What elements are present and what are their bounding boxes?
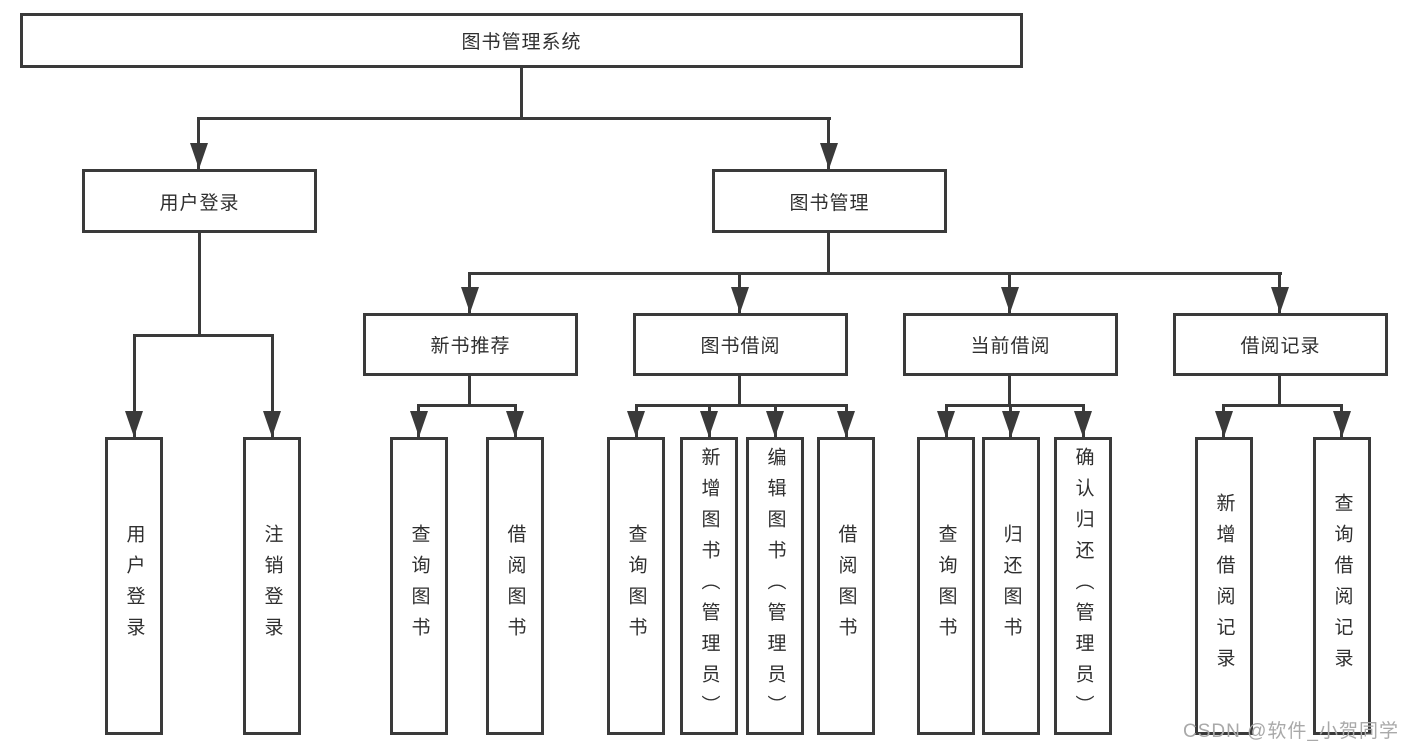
connector-borrowing-stem [738, 376, 741, 405]
csdn-watermark: CSDN @软件_小贺同学 [1183, 721, 1399, 742]
arrowhead-leaf-logout [263, 411, 281, 437]
arrowhead-cb-return [1002, 411, 1020, 437]
leaf-br-add-record-label: 新增借阅记录 [1213, 493, 1235, 679]
arrowhead-leaf-login [125, 411, 143, 437]
leaf-bb-borrow-books-label: 借阅图书 [835, 524, 857, 648]
leaf-cb-confirm-return-admin: 确认归还（管理员） [1054, 437, 1112, 735]
leaf-cb-query-books-label: 查询图书 [935, 524, 957, 648]
leaf-bb-borrow-books: 借阅图书 [817, 437, 875, 735]
leaf-nb-query-books-label: 查询图书 [408, 524, 430, 648]
arrowhead-new-books [461, 287, 479, 313]
connector-arrow-stem-leaf-logout [271, 334, 274, 437]
leaf-br-add-record: 新增借阅记录 [1195, 437, 1253, 735]
arrowhead-bb-query [627, 411, 645, 437]
leaf-user-login: 用户登录 [105, 437, 163, 735]
node-borrowing-records-label: 借阅记录 [1240, 336, 1321, 357]
leaf-nb-query-books: 查询图书 [390, 437, 448, 735]
leaf-bb-add-books-admin-label: 新增图书（管理员） [698, 446, 720, 726]
leaf-bb-edit-books-admin: 编辑图书（管理员） [746, 437, 804, 735]
arrowhead-br-add [1215, 411, 1233, 437]
node-current-borrowing: 当前借阅 [903, 313, 1118, 376]
leaf-bb-add-books-admin: 新增图书（管理员） [680, 437, 738, 735]
arrowhead-br-query [1333, 411, 1351, 437]
node-borrowing-records: 借阅记录 [1173, 313, 1388, 376]
leaf-logout-label: 注销登录 [261, 524, 283, 648]
connector-user-login-stem [198, 233, 201, 335]
connector-new-books-stem [468, 376, 471, 405]
node-user-login: 用户登录 [82, 169, 317, 233]
connector-new-books-branch [417, 404, 517, 407]
connector-level2-branch [197, 117, 831, 120]
node-new-book-recommend: 新书推荐 [363, 313, 578, 376]
connector-current-branch [945, 404, 1085, 407]
connector-book-mgmt-stem [827, 233, 830, 273]
leaf-bb-query-books-label: 查询图书 [625, 524, 647, 648]
arrowhead-records [1271, 287, 1289, 313]
leaf-cb-return-books-label: 归还图书 [1000, 524, 1022, 648]
connector-user-login-branch [133, 334, 274, 337]
arrowhead-book-mgmt [820, 143, 838, 169]
node-book-management-label: 图书管理 [789, 192, 870, 214]
connector-records-stem [1278, 376, 1281, 405]
leaf-cb-return-books: 归还图书 [982, 437, 1040, 735]
leaf-bb-query-books: 查询图书 [607, 437, 665, 735]
connector-current-stem [1008, 376, 1011, 405]
node-root-system-label: 图书管理系统 [461, 32, 582, 53]
leaf-nb-borrow-books: 借阅图书 [486, 437, 544, 735]
connector-root-stem [520, 68, 523, 118]
leaf-nb-borrow-books-label: 借阅图书 [504, 524, 526, 648]
leaf-cb-query-books: 查询图书 [917, 437, 975, 735]
node-current-borrowing-label: 当前借阅 [970, 336, 1051, 357]
leaf-logout: 注销登录 [243, 437, 301, 735]
leaf-user-login-label: 用户登录 [123, 524, 145, 648]
leaf-br-query-record-label: 查询借阅记录 [1331, 493, 1353, 679]
leaf-cb-confirm-return-admin-label: 确认归还（管理员） [1072, 446, 1094, 726]
arrowhead-nb-query [410, 411, 428, 437]
arrowhead-user-login [190, 143, 208, 169]
node-book-management: 图书管理 [712, 169, 947, 233]
arrowhead-cb-confirm [1074, 411, 1092, 437]
arrowhead-nb-borrow [506, 411, 524, 437]
leaf-bb-edit-books-admin-label: 编辑图书（管理员） [764, 446, 786, 726]
node-book-borrowing: 图书借阅 [633, 313, 848, 376]
node-new-book-recommend-label: 新书推荐 [430, 336, 511, 357]
arrowhead-cb-query [937, 411, 955, 437]
arrowhead-bb-add [700, 411, 718, 437]
connector-level3-branch [468, 272, 1282, 275]
connector-arrow-stem-leaf-login [133, 334, 136, 437]
connector-records-branch [1222, 404, 1343, 407]
node-book-borrowing-label: 图书借阅 [700, 336, 781, 357]
arrowhead-borrowing [731, 287, 749, 313]
connector-borrowing-branch [635, 404, 848, 407]
node-user-login-label: 用户登录 [159, 192, 240, 214]
arrowhead-current [1001, 287, 1019, 313]
arrowhead-bb-edit [766, 411, 784, 437]
arrowhead-bb-borrow [837, 411, 855, 437]
leaf-br-query-record: 查询借阅记录 [1313, 437, 1371, 735]
node-root-system: 图书管理系统 [20, 13, 1023, 68]
